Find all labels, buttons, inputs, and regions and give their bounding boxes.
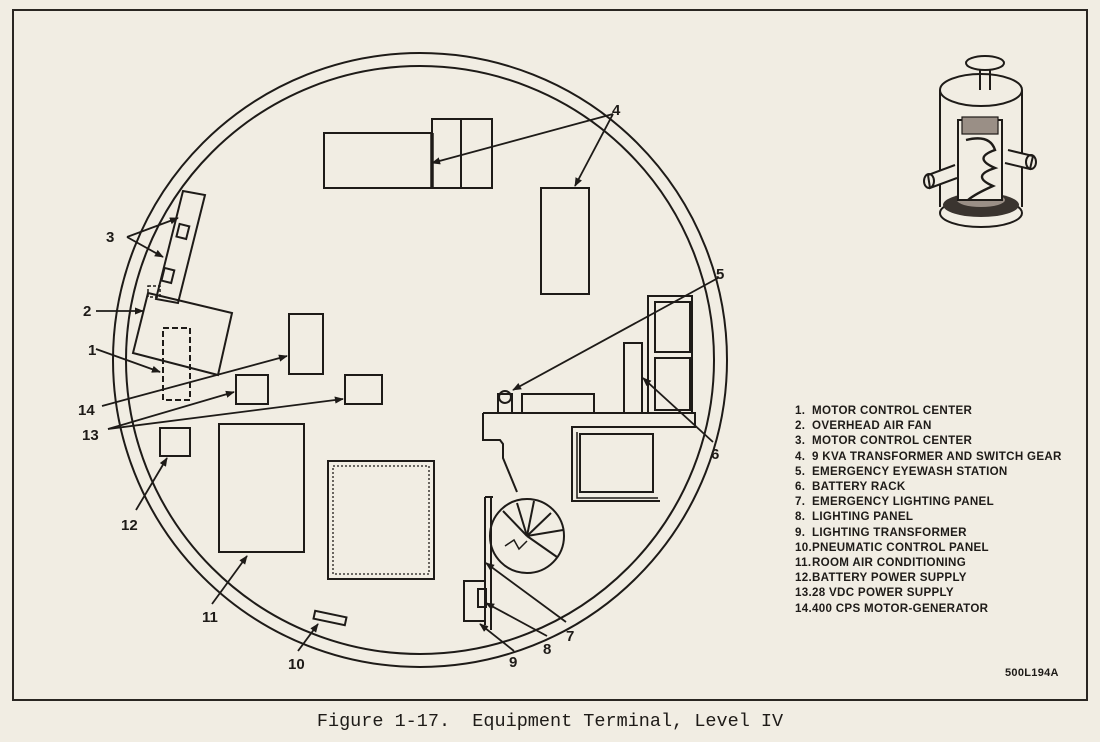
figure-caption: Figure 1-17. Equipment Terminal, Level I… [316, 711, 784, 732]
legend-item: 12.BATTERY POWER SUPPLY [795, 571, 967, 585]
callout-numbers: 1 2 3 4 5 6 7 8 9 10 11 12 13 14 [78, 102, 724, 673]
leader-13b [107, 396, 344, 430]
leader-9 [479, 623, 515, 652]
overhead-air-fan [131, 291, 234, 377]
lighting-panel [463, 580, 486, 622]
callout-11: 11 [202, 609, 218, 626]
eyewash-station-counter [482, 390, 696, 502]
leader-8 [485, 602, 548, 637]
leader-4a [431, 113, 614, 165]
legend-item: 10.PNEUMATIC CONTROL PANEL [795, 540, 989, 554]
lighting-transformer [477, 588, 487, 608]
callout-2: 2 [83, 303, 91, 320]
legend-item: 13.28 VDC POWER SUPPLY [795, 586, 954, 600]
floor-hatch [327, 460, 435, 580]
leader-3a [126, 217, 179, 238]
leader-3b [126, 236, 164, 258]
leader-12 [135, 457, 168, 511]
callout-13: 13 [82, 427, 99, 444]
callout-14: 14 [78, 402, 95, 419]
drawing-frame [12, 9, 1088, 701]
pneumatic-control-panel [312, 609, 348, 627]
legend-item: 1.MOTOR CONTROL CENTER [795, 404, 973, 417]
legend-item: 2.OVERHEAD AIR FAN [795, 419, 932, 433]
legend-item: 5.EMERGENCY EYEWASH STATION [795, 464, 1008, 478]
legend-item: 6.BATTERY RACK [795, 480, 906, 494]
leader-13a [107, 390, 235, 430]
callout-4: 4 [612, 102, 621, 119]
callout-10: 10 [288, 656, 305, 673]
spiral-staircase [489, 498, 565, 574]
leader-10 [297, 623, 319, 652]
callout-6: 6 [711, 446, 719, 463]
legend-item: 8.LIGHTING PANEL [795, 510, 914, 524]
legend-item: 7.EMERGENCY LIGHTING PANEL [795, 495, 994, 509]
drawing-number: 500L194A [1005, 667, 1059, 679]
leader-lines [95, 113, 719, 652]
transformer-switch-gear [323, 118, 590, 295]
equipment-legend: 1.MOTOR CONTROL CENTER 2.OVERHEAD AIR FA… [795, 403, 1075, 616]
leader-14 [101, 354, 288, 407]
room-air-conditioning [218, 423, 305, 553]
callout-9: 9 [509, 654, 517, 671]
legend-item: 3.MOTOR CONTROL CENTER [795, 434, 973, 448]
motor-control-center-1 [162, 327, 191, 401]
callout-8: 8 [543, 641, 551, 658]
callout-1: 1 [88, 342, 96, 359]
leader-5 [512, 277, 719, 391]
legend-item: 4.9 KVA TRANSFORMER AND SWITCH GEAR [795, 449, 1062, 463]
leader-7 [485, 562, 567, 623]
silo-outer-wall [112, 52, 728, 668]
leader-1 [95, 348, 161, 373]
callout-7: 7 [566, 628, 574, 645]
callout-3: 3 [106, 229, 114, 246]
legend-item: 11.ROOM AIR CONDITIONING [795, 556, 967, 570]
battery-rack [623, 295, 693, 414]
power-supply-28vdc-right [344, 374, 383, 405]
power-supply-28vdc-left [235, 374, 269, 405]
legend-item: 9.LIGHTING TRANSFORMER [795, 525, 967, 539]
legend-item: 14.400 CPS MOTOR-GENERATOR [795, 601, 989, 615]
motor-control-center-3 [147, 189, 207, 305]
battery-power-supply [159, 427, 191, 457]
leader-4b [574, 113, 614, 187]
motor-generator [288, 313, 324, 375]
callout-5: 5 [716, 266, 724, 283]
silo-inner-wall [125, 65, 715, 655]
callout-12: 12 [121, 517, 138, 534]
silo-locator-icon [923, 55, 1037, 228]
leader-6 [642, 377, 714, 443]
leader-11 [211, 555, 248, 605]
